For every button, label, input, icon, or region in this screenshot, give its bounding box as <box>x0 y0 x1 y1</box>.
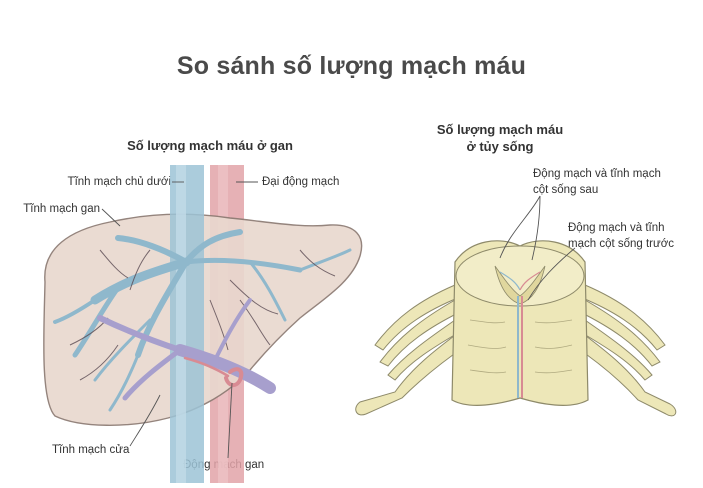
spine-heading-line2: ở tủy sống <box>466 139 534 154</box>
page-title: So sánh số lượng mạch máu <box>176 52 527 80</box>
liver-heading: Số lượng mạch máu ở gan <box>127 138 293 153</box>
spine-heading-line1: Số lượng mạch máu <box>436 122 564 137</box>
label-aorta: Đại động mạch <box>262 176 340 188</box>
hepatic-artery-vessel <box>183 356 244 387</box>
label-ivc: Tĩnh mạch chủ dưới <box>67 176 171 188</box>
label-portal-vein: Tĩnh mạch cửa <box>52 444 130 456</box>
liver-illustration <box>43 165 363 483</box>
portal-vein-vessel <box>97 298 276 401</box>
label-anterior-line2: mạch cột sống trước <box>568 238 674 250</box>
label-hepatic-vein: Tĩnh mạch gan <box>23 203 100 215</box>
nerve-roots-right <box>572 284 677 417</box>
label-posterior-line1: Động mạch và tĩnh mạch <box>533 168 661 180</box>
label-posterior-line2: cột sống sau <box>533 184 599 196</box>
nerve-roots-left <box>355 284 468 416</box>
label-anterior-line1: Động mạch và tĩnh <box>568 222 665 234</box>
liver-fine-branches <box>69 249 336 381</box>
ivc-vessel <box>170 165 204 483</box>
cord-cross-section <box>455 245 585 307</box>
spinal-cord-illustration <box>355 195 677 417</box>
